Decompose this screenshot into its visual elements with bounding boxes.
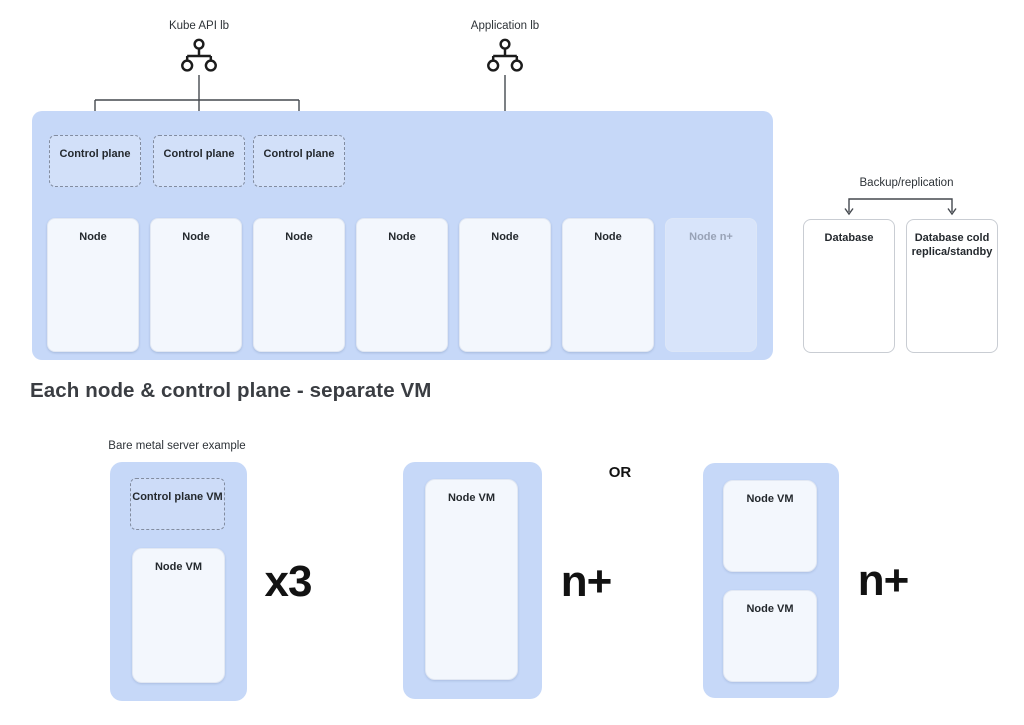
bare-metal-server-container: Control plane VM Node VM <box>110 462 247 701</box>
node-vm-label: Node VM <box>447 492 496 504</box>
n-plus-label: n+ <box>560 557 613 606</box>
node-vm-box: Node VM <box>723 480 817 572</box>
node-vm-box: Node VM <box>723 590 817 682</box>
load-balancer-icon <box>181 38 217 72</box>
control-plane-box: Control plane <box>49 135 141 187</box>
kube-api-lb-label: Kube API lb <box>168 20 230 32</box>
node-label: Node <box>491 231 519 243</box>
load-balancer-icon <box>487 38 523 72</box>
node-label: Node <box>182 231 210 243</box>
single-node-server-container: Node VM <box>403 462 542 699</box>
control-plane-box: Control plane <box>153 135 245 187</box>
cluster-container: Control plane Control plane Control plan… <box>32 111 773 360</box>
node-vm-box: Node VM <box>132 548 225 683</box>
node-box: Node <box>150 218 242 352</box>
control-plane-label: Control plane <box>163 148 235 160</box>
node-label: Node <box>388 231 416 243</box>
database-label: Database <box>824 232 874 244</box>
node-label: Node <box>79 231 107 243</box>
control-plane-vm-box: Control plane VM <box>130 478 225 530</box>
node-n-plus-label: Node n+ <box>689 231 733 243</box>
node-box: Node <box>253 218 345 352</box>
application-lb-label: Application lb <box>470 20 540 32</box>
node-label: Node <box>594 231 622 243</box>
dual-node-server-container: Node VM Node VM <box>703 463 839 698</box>
n-plus-label: n+ <box>857 556 910 605</box>
node-n-plus-box: Node n+ <box>665 218 757 352</box>
node-vm-label: Node VM <box>154 561 203 573</box>
node-vm-label: Node VM <box>746 603 794 615</box>
control-plane-label: Control plane <box>263 148 335 160</box>
database-box: Database <box>803 219 895 353</box>
node-box: Node <box>459 218 551 352</box>
node-vm-box: Node VM <box>425 479 518 680</box>
control-plane-vm-label: Control plane VM <box>132 491 223 503</box>
control-plane-box: Control plane <box>253 135 345 187</box>
node-box: Node <box>47 218 139 352</box>
or-label: OR <box>608 464 632 481</box>
section-heading: Each node & control plane - separate VM <box>30 379 432 402</box>
node-box: Node <box>356 218 448 352</box>
x3-multiplier-label: x3 <box>264 557 313 606</box>
control-plane-label: Control plane <box>59 148 131 160</box>
backup-replication-label: Backup/replication <box>859 177 954 189</box>
node-label: Node <box>285 231 313 243</box>
database-replica-box: Database cold replica/standby <box>906 219 998 353</box>
node-vm-label: Node VM <box>746 493 794 505</box>
node-box: Node <box>562 218 654 352</box>
database-replica-label: Database cold replica/standby <box>911 232 993 259</box>
bare-metal-label: Bare metal server example <box>108 440 246 452</box>
